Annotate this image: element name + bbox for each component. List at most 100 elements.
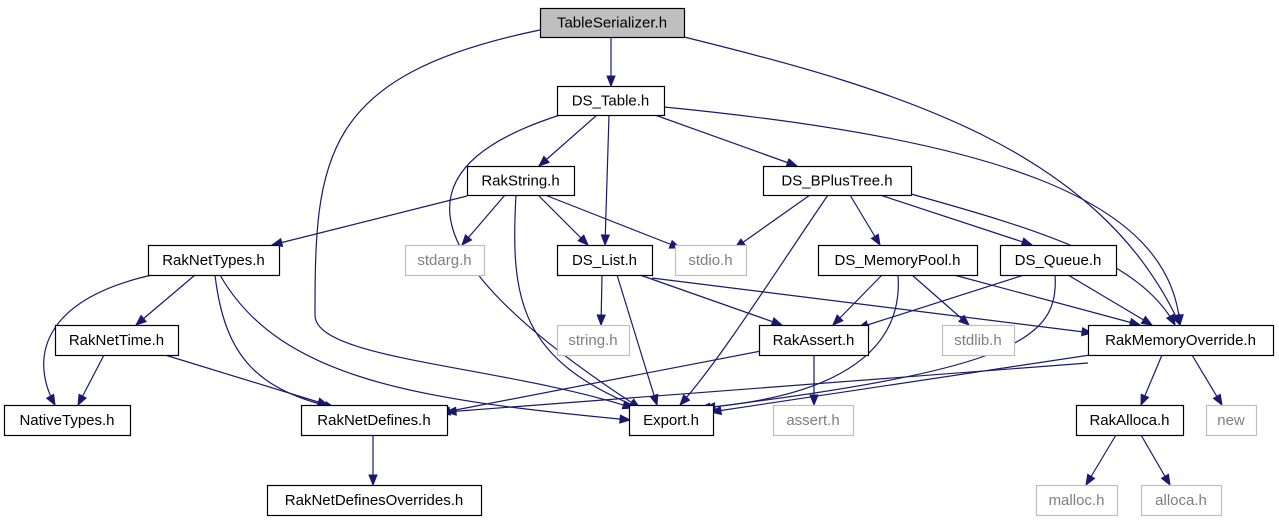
edge-rakstring-to-export — [514, 194, 642, 409]
node-label: DS_MemoryPool.h — [835, 252, 961, 269]
edge-arrowhead — [1160, 473, 1171, 487]
edge-arrowhead — [606, 75, 616, 88]
edge-ds_queue-to-rakmemoryoverride — [1067, 274, 1154, 326]
edge-arrowhead — [649, 393, 659, 407]
edge-raknetdefines-to-raknetdefinesoverrides — [368, 435, 378, 487]
edge-arrowhead — [832, 314, 844, 326]
edge-ds_list-to-string — [596, 274, 606, 327]
node-rakassert[interactable]: RakAssert.h — [758, 324, 870, 357]
edge-arrowhead — [1212, 393, 1223, 407]
node-box — [1087, 324, 1275, 357]
edge-ds_table-to-ds_bplustree — [654, 114, 799, 167]
node-box — [1075, 404, 1185, 437]
edge-rakstring-to-stdarg — [461, 194, 506, 247]
node-raknetdefines[interactable]: RakNetDefines.h — [300, 404, 449, 437]
edge-line — [651, 277, 1093, 334]
node-label: assert.h — [786, 412, 839, 429]
node-box — [999, 244, 1118, 277]
node-label: Export.h — [643, 412, 699, 429]
edge-line — [314, 29, 634, 409]
node-box — [758, 324, 870, 357]
node-ds-memorypool[interactable]: DS_MemoryPool.h — [817, 244, 979, 277]
node-rakalloca[interactable]: RakAlloca.h — [1075, 404, 1185, 437]
node-raknettypes[interactable]: RakNetTypes.h — [147, 244, 281, 277]
node-box — [266, 484, 483, 517]
edge-rakstring-to-raknettypes — [270, 195, 468, 248]
node-export[interactable]: Export.h — [628, 404, 715, 437]
edge-arrowhead — [1140, 393, 1150, 407]
edge-arrowhead — [1080, 326, 1094, 337]
node-label: DS_Table.h — [572, 93, 650, 110]
node-alloca: alloca.h — [1140, 484, 1223, 517]
node-malloc: malloc.h — [1035, 484, 1119, 517]
node-nativetypes[interactable]: NativeTypes.h — [3, 404, 132, 437]
edge-arrowhead — [45, 393, 56, 407]
node-box — [1140, 484, 1223, 517]
edge-line — [514, 194, 641, 409]
node-box — [817, 244, 979, 277]
node-raknetdefinesoverrides[interactable]: RakNetDefinesOverrides.h — [266, 484, 483, 517]
node-label: DS_List.h — [572, 252, 637, 269]
node-box — [941, 324, 1016, 357]
edge-line — [439, 349, 767, 414]
edge-line — [710, 354, 1091, 413]
node-label: RakString.h — [481, 173, 559, 190]
node-stdarg: stdarg.h — [404, 244, 486, 277]
edge-table_serializer-to-rakmemoryoverride — [683, 36, 1181, 327]
edge-rakmemoryoverride-to-raknetdefines — [444, 362, 1089, 416]
edge-arrowhead — [957, 314, 971, 326]
node-label: new — [1217, 412, 1245, 429]
edge-ds_queue-to-rakassert — [856, 274, 1025, 330]
edge-arrowhead — [77, 393, 88, 407]
edges-layer — [43, 29, 1223, 487]
node-box — [1205, 404, 1258, 437]
edge-line — [214, 274, 336, 409]
edge-line — [449, 114, 641, 409]
edge-table_serializer-to-ds_table — [606, 37, 616, 88]
edge-ds_memorypool-to-stdlib — [911, 274, 971, 326]
edge-arrowhead — [1174, 314, 1184, 327]
edge-raknettypes-to-export — [219, 274, 632, 424]
node-label: RakAssert.h — [773, 332, 855, 349]
edge-line — [832, 274, 883, 326]
node-stdio: stdio.h — [674, 244, 748, 277]
edge-arrowhead — [679, 394, 691, 407]
node-label: RakAlloca.h — [1089, 412, 1169, 429]
node-label: string.h — [568, 332, 617, 349]
node-rakstring[interactable]: RakString.h — [466, 165, 576, 197]
edge-arrowhead — [596, 314, 606, 327]
edge-line — [544, 194, 681, 249]
edge-line — [616, 274, 658, 406]
node-box — [1035, 484, 1119, 517]
edge-line — [461, 194, 506, 246]
edge-rakstring-to-ds_list — [537, 194, 589, 246]
edge-rakassert-to-raknetdefines — [438, 349, 767, 416]
edge-line — [654, 114, 798, 167]
node-ds-bplustree[interactable]: DS_BPlusTree.h — [762, 165, 913, 197]
edge-ds_list-to-export — [616, 274, 659, 407]
edge-line — [857, 274, 1025, 329]
node-label: stdarg.h — [417, 252, 471, 269]
edge-line — [879, 194, 1033, 246]
edge-line — [135, 274, 196, 326]
node-raknettime[interactable]: RakNetTime.h — [54, 324, 180, 357]
node-ds-queue[interactable]: DS_Queue.h — [999, 244, 1118, 277]
edge-line — [271, 195, 468, 246]
node-box — [466, 165, 576, 197]
edge-ds_table-to-rakstring — [537, 114, 598, 167]
node-box — [772, 404, 855, 437]
node-label: alloca.h — [1155, 492, 1207, 509]
node-label: RakNetTypes.h — [162, 252, 265, 269]
node-table-serializer[interactable]: TableSerializer.h — [539, 7, 686, 39]
node-label: stdio.h — [688, 252, 732, 269]
edge-ds_table-to-ds_list — [600, 114, 611, 247]
edge-line — [734, 194, 811, 249]
node-rakmemoryoverride[interactable]: RakMemoryOverride.h — [1087, 324, 1275, 357]
node-ds-table[interactable]: DS_Table.h — [556, 85, 666, 117]
node-label: stdlib.h — [954, 332, 1002, 349]
edge-rakmemoryoverride-to-export — [709, 354, 1091, 416]
node-ds-list[interactable]: DS_List.h — [556, 244, 654, 277]
edge-arrowhead — [537, 155, 551, 167]
